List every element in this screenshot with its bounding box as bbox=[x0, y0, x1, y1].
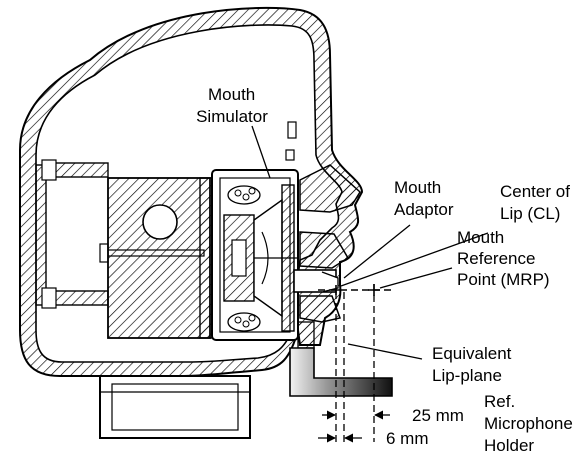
shell-tab-upper bbox=[287, 121, 297, 139]
label-mouth-adaptor-line1: Mouth bbox=[394, 178, 441, 197]
label-equivalent-lip-plane: Equivalent Lip-plane bbox=[432, 344, 516, 385]
dimension-arrows bbox=[318, 410, 390, 443]
magnet-core bbox=[231, 239, 247, 277]
cl-crosshair bbox=[331, 285, 341, 295]
leader-mrp bbox=[379, 267, 453, 289]
label-mrp-line2: Reference bbox=[457, 249, 535, 268]
side-plate bbox=[35, 164, 47, 306]
label-equivalent-lip-plane-line1: Equivalent bbox=[432, 344, 512, 363]
counterweight-block bbox=[107, 177, 213, 339]
damping-dot-6 bbox=[248, 314, 256, 322]
labels: Mouth Simulator Mouth Adaptor Center of … bbox=[196, 85, 578, 455]
block-body bbox=[107, 177, 211, 339]
mrp-crosshair bbox=[368, 284, 380, 296]
label-ref-microphone-holder-line1: Ref. bbox=[484, 392, 515, 411]
damping-dot-2 bbox=[242, 193, 250, 201]
leader-mouth-simulator bbox=[251, 125, 271, 179]
face-features bbox=[293, 164, 361, 349]
label-ref-microphone-holder-line3: Holder bbox=[484, 436, 534, 455]
mouth-simulator-unit bbox=[211, 169, 299, 341]
damping-dot-5 bbox=[242, 320, 250, 328]
leader-equivalent-lip-plane bbox=[347, 343, 423, 360]
leader-center-of-lip bbox=[340, 232, 489, 287]
label-mrp-line1: Mouth bbox=[457, 228, 504, 247]
reference-lines bbox=[318, 284, 394, 442]
holder-bracket bbox=[289, 347, 393, 397]
label-dim-6mm: 6 mm bbox=[386, 429, 429, 448]
label-center-of-lip: Center of Lip (CL) bbox=[500, 182, 575, 223]
upper-lip-section bbox=[299, 231, 350, 269]
center-rod-knob bbox=[99, 243, 109, 263]
neck-base-inner bbox=[111, 383, 239, 431]
damping-dot-1 bbox=[234, 189, 242, 197]
magnet-assembly bbox=[223, 214, 255, 302]
shell-tab-lower bbox=[285, 149, 295, 161]
label-mouth-simulator: Mouth Simulator bbox=[196, 85, 268, 126]
holder-post bbox=[297, 321, 315, 349]
nose-section bbox=[299, 164, 361, 213]
label-ref-microphone-holder-line2: Microphone bbox=[484, 414, 573, 433]
label-dim-25mm: 25 mm bbox=[412, 406, 464, 425]
label-center-of-lip-line2: Lip (CL) bbox=[500, 204, 560, 223]
leader-mouth-adaptor bbox=[343, 224, 411, 279]
label-mouth-adaptor-line2: Adaptor bbox=[394, 200, 454, 219]
damping-dot-4 bbox=[234, 316, 242, 324]
upper-screw bbox=[41, 159, 57, 181]
label-mouth-adaptor: Mouth Adaptor bbox=[394, 178, 454, 219]
lower-screw bbox=[41, 287, 57, 309]
label-mrp-line3: Point (MRP) bbox=[457, 270, 550, 289]
label-mouth-simulator-line1: Mouth bbox=[208, 85, 255, 104]
block-step bbox=[199, 177, 213, 339]
leader-lines bbox=[251, 125, 489, 360]
front-plate bbox=[281, 184, 295, 332]
label-ref-microphone-holder: Ref. Microphone Holder bbox=[484, 392, 578, 455]
label-mouth-simulator-line2: Simulator bbox=[196, 107, 268, 126]
label-mrp: Mouth Reference Point (MRP) bbox=[457, 228, 550, 289]
label-center-of-lip-line1: Center of bbox=[500, 182, 570, 201]
label-equivalent-lip-plane-line2: Lip-plane bbox=[432, 366, 502, 385]
damping-dot-3 bbox=[248, 187, 256, 195]
ref-microphone-holder-shape bbox=[289, 347, 393, 397]
lower-lip-section bbox=[299, 295, 341, 323]
block-hole bbox=[142, 204, 178, 240]
